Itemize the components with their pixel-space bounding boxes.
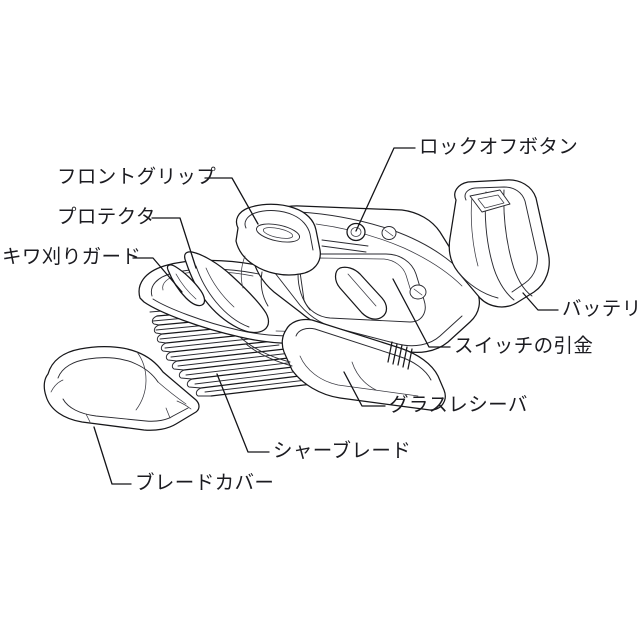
leader-battery xyxy=(522,292,559,311)
label-grass-receiver: グラスレシーバ xyxy=(389,394,528,416)
grass-receiver-part xyxy=(281,318,446,411)
battery-part xyxy=(448,179,550,308)
label-edge-trim-guard: キワ刈りガード xyxy=(2,246,142,268)
leader-grass-receiver xyxy=(343,371,386,407)
label-blade-cover: ブレードカバー xyxy=(135,472,275,494)
leader-lock-off-button xyxy=(355,147,416,232)
label-front-grip: フロントグリップ xyxy=(57,166,217,188)
label-lock-off-button: ロックオフボタン xyxy=(419,136,579,158)
label-switch-trigger: スイッチの引金 xyxy=(454,335,594,357)
label-shear-blade: シャーブレード xyxy=(273,440,412,462)
lock-off-button-part xyxy=(346,222,366,242)
label-battery: バッテリ xyxy=(562,298,640,320)
leader-lines xyxy=(93,147,559,485)
protector-part xyxy=(166,251,270,334)
leader-blade-cover xyxy=(93,426,132,485)
blade-cover-part xyxy=(43,345,200,431)
leader-shear-blade xyxy=(216,373,270,453)
leader-protector xyxy=(151,217,197,269)
switch-trigger-part xyxy=(334,266,388,320)
leader-switch-trigger xyxy=(392,278,451,348)
leader-edge-trim-guard xyxy=(132,257,183,293)
label-protector: プロテクタ xyxy=(57,206,156,228)
leader-front-grip xyxy=(204,177,259,225)
